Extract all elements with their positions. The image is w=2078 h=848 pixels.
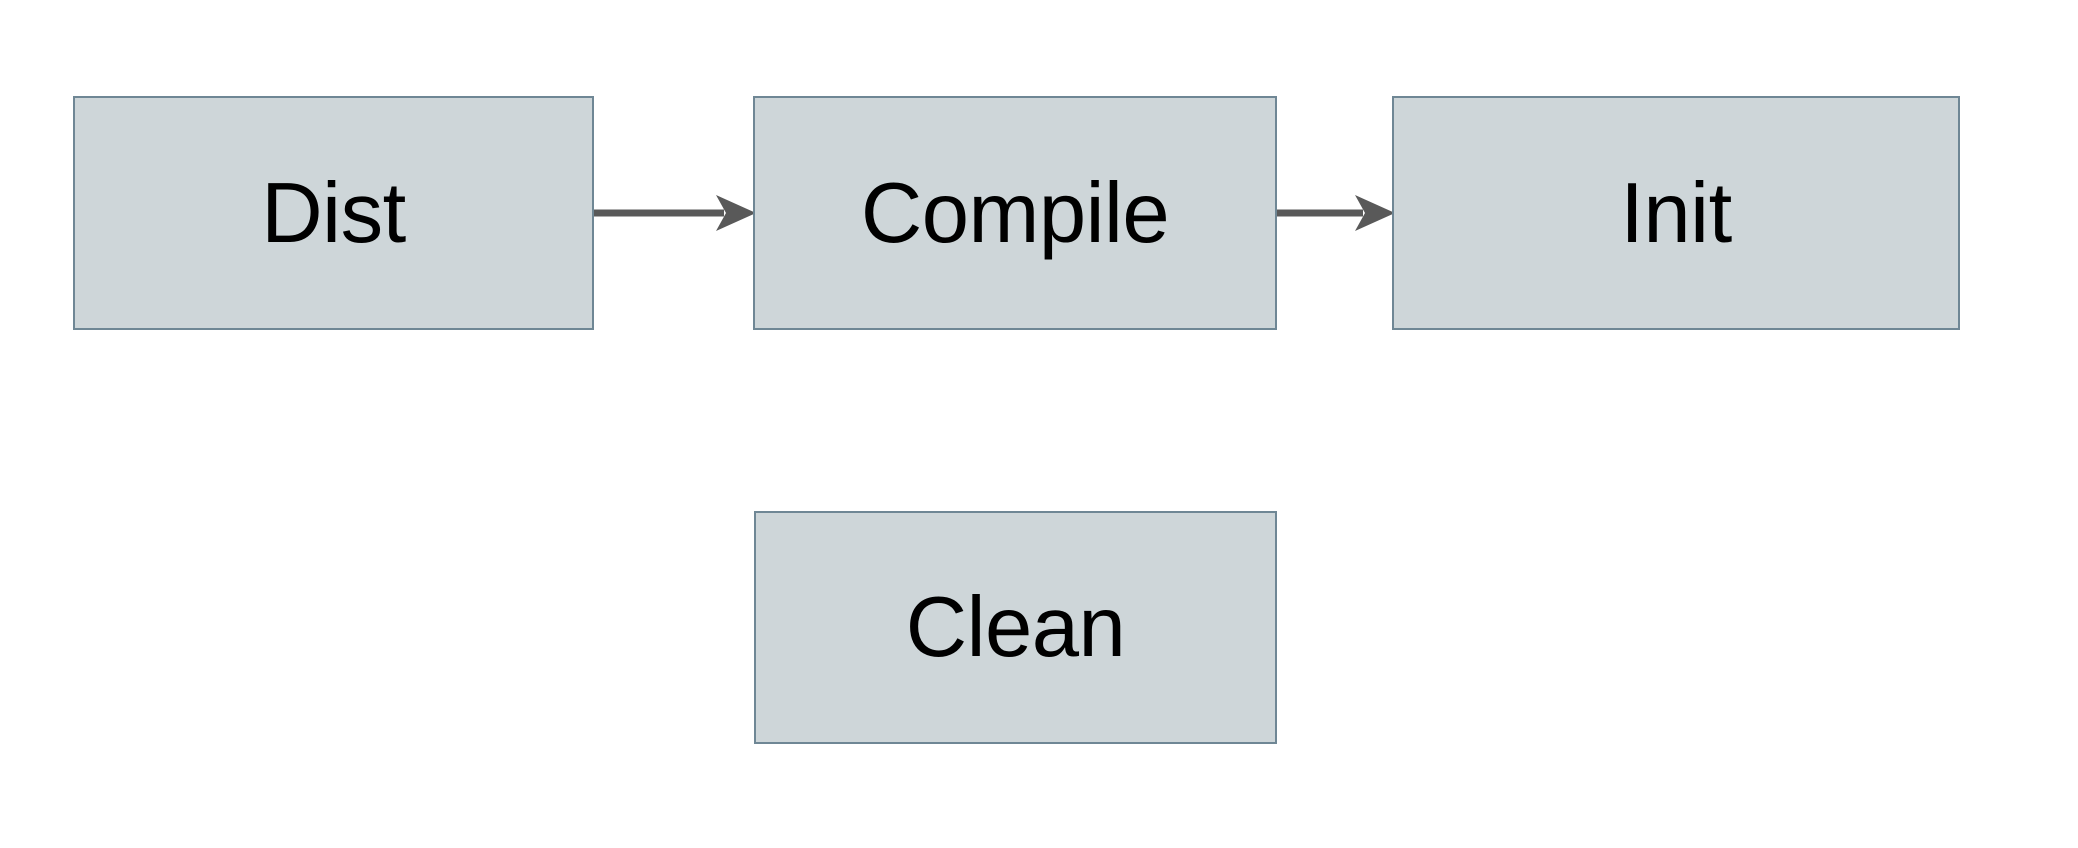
node-dist[interactable]: Dist <box>73 96 594 330</box>
node-init-label: Init <box>1620 165 1732 261</box>
node-dist-label: Dist <box>261 165 406 261</box>
node-clean[interactable]: Clean <box>754 511 1277 744</box>
node-clean-label: Clean <box>905 580 1126 675</box>
node-compile-label: Compile <box>860 165 1170 261</box>
node-compile[interactable]: Compile <box>753 96 1277 330</box>
arrowhead-icon <box>1355 195 1395 231</box>
edge-compile-to-init[interactable] <box>1275 188 1397 238</box>
node-init[interactable]: Init <box>1392 96 1960 330</box>
arrowhead-icon <box>716 195 756 231</box>
edge-dist-to-compile[interactable] <box>592 188 758 238</box>
